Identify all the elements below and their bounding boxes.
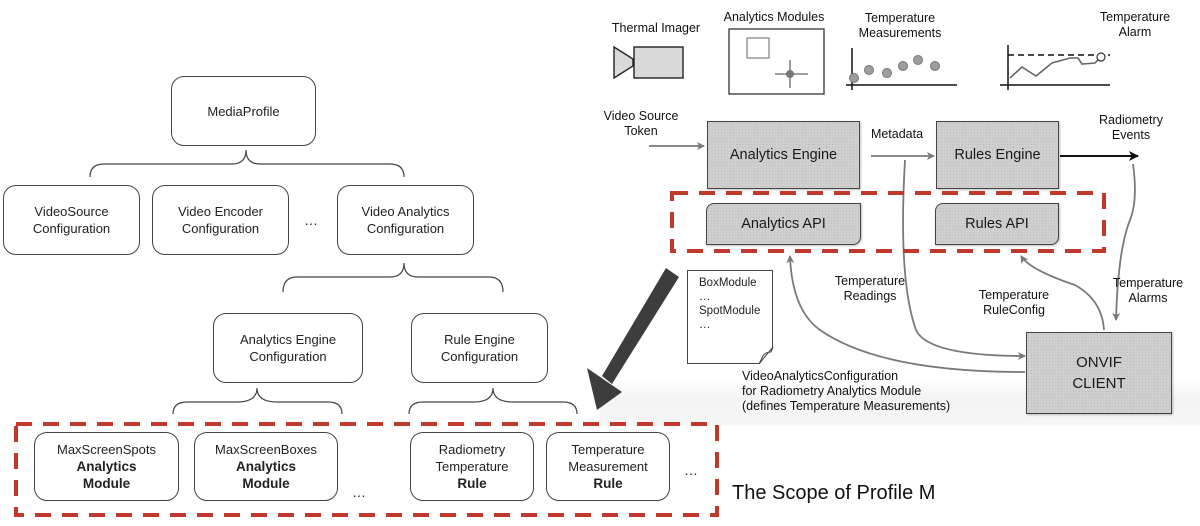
rules-api-box: Rules API [935,203,1059,245]
maxscreenspots-analytics-module-node: MaxScreenSpots Analytics Module [34,432,179,501]
metadata-label: Metadata [870,127,924,141]
profile-m-scope-border [14,422,719,517]
video-encoder-configuration-node: Video Encoder Configuration [152,185,289,255]
thermal-imager-label: Thermal Imager [611,21,701,35]
temperature-alarm-icon [1000,45,1110,90]
brace-analytics-engine [172,387,343,415]
onvif-client-box: ONVIF CLIENT [1026,332,1172,414]
temperature-readings-label: Temperature Readings [834,274,906,303]
brace-analytics [282,262,504,293]
scope-title: The Scope of Profile M [732,482,936,504]
rules-engine-box: Rules Engine [936,121,1059,189]
config-document: BoxModule … SpotModule … [687,270,773,364]
tree-braces [89,149,578,415]
videosource-configuration-node: VideoSource Configuration [3,185,140,255]
maxscreenboxes-analytics-module-node: MaxScreenBoxes Analytics Module [194,432,338,501]
temperature-measurements-label: Temperature Measurements [858,11,942,40]
radiometry-events-label: Radiometry Events [1099,113,1163,142]
api-scope-border [670,191,1106,253]
config-note: VideoAnalyticsConfiguration for Radiomet… [742,369,951,413]
analytics-engine-box: Analytics Engine [707,121,860,189]
rule-engine-configuration-node: Rule Engine Configuration [411,313,548,383]
analytics-modules-icon [728,28,825,95]
temperature-ruleconfig-label: Temperature RuleConfig [978,288,1050,317]
temperature-measurements-icon [846,48,957,90]
flow-arrows [649,142,1136,373]
thermal-imager-icon [613,45,684,80]
brace-rule-engine [408,387,578,415]
analytics-modules-label: Analytics Modules [723,10,825,24]
radiometry-temperature-rule-node: Radiometry Temperature Rule [410,432,534,501]
video-analytics-configuration-node: Video Analytics Configuration [337,185,474,255]
brace-root [89,149,405,178]
media-profile-node: MediaProfile [171,76,316,146]
video-source-token-label: Video Source Token [603,109,679,138]
analytics-api-box: Analytics API [706,203,861,245]
level3-ellipsis-end: … [684,462,699,478]
analytics-engine-configuration-node: Analytics Engine Configuration [213,313,363,383]
level1-ellipsis: … [304,212,319,228]
big-arrow [587,268,679,410]
temperature-alarms-label: Temperature Alarms [1112,276,1184,305]
temperature-measurement-rule-node: Temperature Measurement Rule [546,432,670,501]
temperature-alarm-label: Temperature Alarm [1099,10,1171,39]
level3-ellipsis-mid: … [352,484,367,500]
